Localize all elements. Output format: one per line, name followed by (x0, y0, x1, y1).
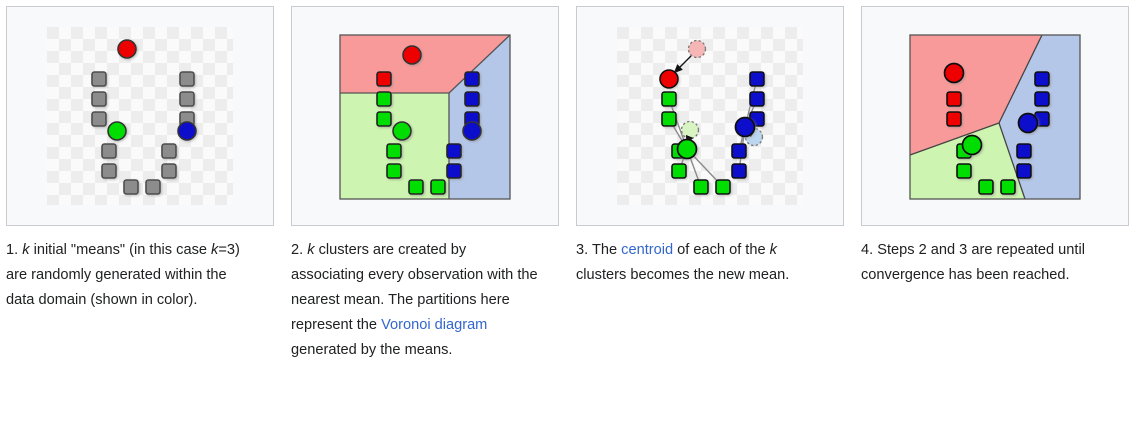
thumbnail-2[interactable] (291, 6, 559, 226)
caption-1-seg-2: initial "means" (in this case (29, 242, 212, 258)
observation-markers (91, 71, 195, 195)
voronoi-regions (339, 34, 511, 200)
kmeans-step3-svg (617, 27, 803, 205)
caption-2: 2. k clusters are created by associating… (291, 238, 543, 363)
figure-2 (332, 27, 518, 205)
observation-markers (661, 71, 765, 195)
checkerboard-bg (47, 27, 233, 205)
figure-3 (617, 27, 803, 205)
new-mean-red (659, 69, 679, 89)
mean-markers (107, 39, 197, 141)
old-mean-red-ghost (687, 39, 707, 59)
plot-frame (339, 34, 511, 200)
region-red (910, 35, 1042, 155)
caption-1-seg-0: 1. (6, 242, 23, 258)
mean-red (402, 45, 422, 65)
mean-green (961, 134, 983, 156)
caption-3-seg-0: 3. The (576, 242, 622, 258)
caption-1: 1. k initial "means" (in this case k=3) … (6, 238, 258, 313)
mean-markers (392, 45, 482, 141)
new-mean-markers (659, 69, 756, 160)
caption-2-seg-0: 2. (291, 242, 308, 258)
caption-2-seg-1: k (307, 242, 315, 258)
voronoi-regions (909, 34, 1081, 200)
region-green (910, 123, 1025, 199)
mean-blue (462, 121, 482, 141)
thumbnail-3[interactable] (576, 6, 844, 226)
caption-2-seg-2: clusters are created by associating ever… (291, 242, 538, 333)
kmeans-step1-svg (47, 27, 233, 205)
figure-1 (47, 27, 233, 205)
voronoi-edges (909, 34, 1043, 200)
caption-4: 4. Steps 2 and 3 are repeated until conv… (861, 238, 1113, 288)
gallery-box-3: 3. The centroid of each of the k cluster… (576, 6, 846, 288)
caption-2-seg-4: generated by the means. (291, 342, 453, 358)
old-mean-green-ghost (680, 120, 700, 140)
plot-frame (909, 34, 1081, 200)
gallery-box-4: 4. Steps 2 and 3 are repeated until conv… (861, 6, 1131, 288)
caption-3: 3. The centroid of each of the k cluster… (576, 238, 828, 288)
caption-1-seg-1: k (22, 242, 30, 258)
caption-3-seg-2: of each of the (673, 242, 770, 258)
kmeans-step2-svg (339, 34, 511, 200)
figure-4 (902, 27, 1088, 205)
caption-4-seg-0: 4. Steps 2 and 3 are repeated until conv… (861, 242, 1085, 283)
mean-red (943, 62, 965, 84)
caption-1-seg-3: k (211, 242, 219, 258)
gallery-box-2: 2. k clusters are created by associating… (291, 6, 561, 363)
gallery-box-1: 1. k initial "means" (in this case k=3) … (6, 6, 276, 313)
new-mean-blue (734, 116, 756, 138)
voronoi-diagram-link[interactable]: Voronoi diagram (381, 317, 488, 333)
observation-markers (946, 71, 1050, 195)
caption-3-seg-3: k (769, 242, 777, 258)
mean-blue (177, 121, 197, 141)
thumbnail-4[interactable] (861, 6, 1129, 226)
checkerboard-bg (617, 27, 803, 205)
new-mean-green (676, 138, 698, 160)
mean-green (392, 121, 412, 141)
mean-blue (1017, 112, 1039, 134)
caption-3-seg-4: clusters becomes the new mean. (576, 267, 790, 283)
thumbnail-1[interactable] (6, 6, 274, 226)
mean-red (117, 39, 137, 59)
kmeans-gallery: 1. k initial "means" (in this case k=3) … (6, 6, 1131, 363)
centroid-link[interactable]: centroid (621, 242, 674, 258)
mean-green (107, 121, 127, 141)
caption-1-seg-4: =3) are randomly generated within the da… (6, 242, 240, 308)
mean-markers (943, 62, 1039, 156)
kmeans-step4-svg (909, 34, 1081, 200)
